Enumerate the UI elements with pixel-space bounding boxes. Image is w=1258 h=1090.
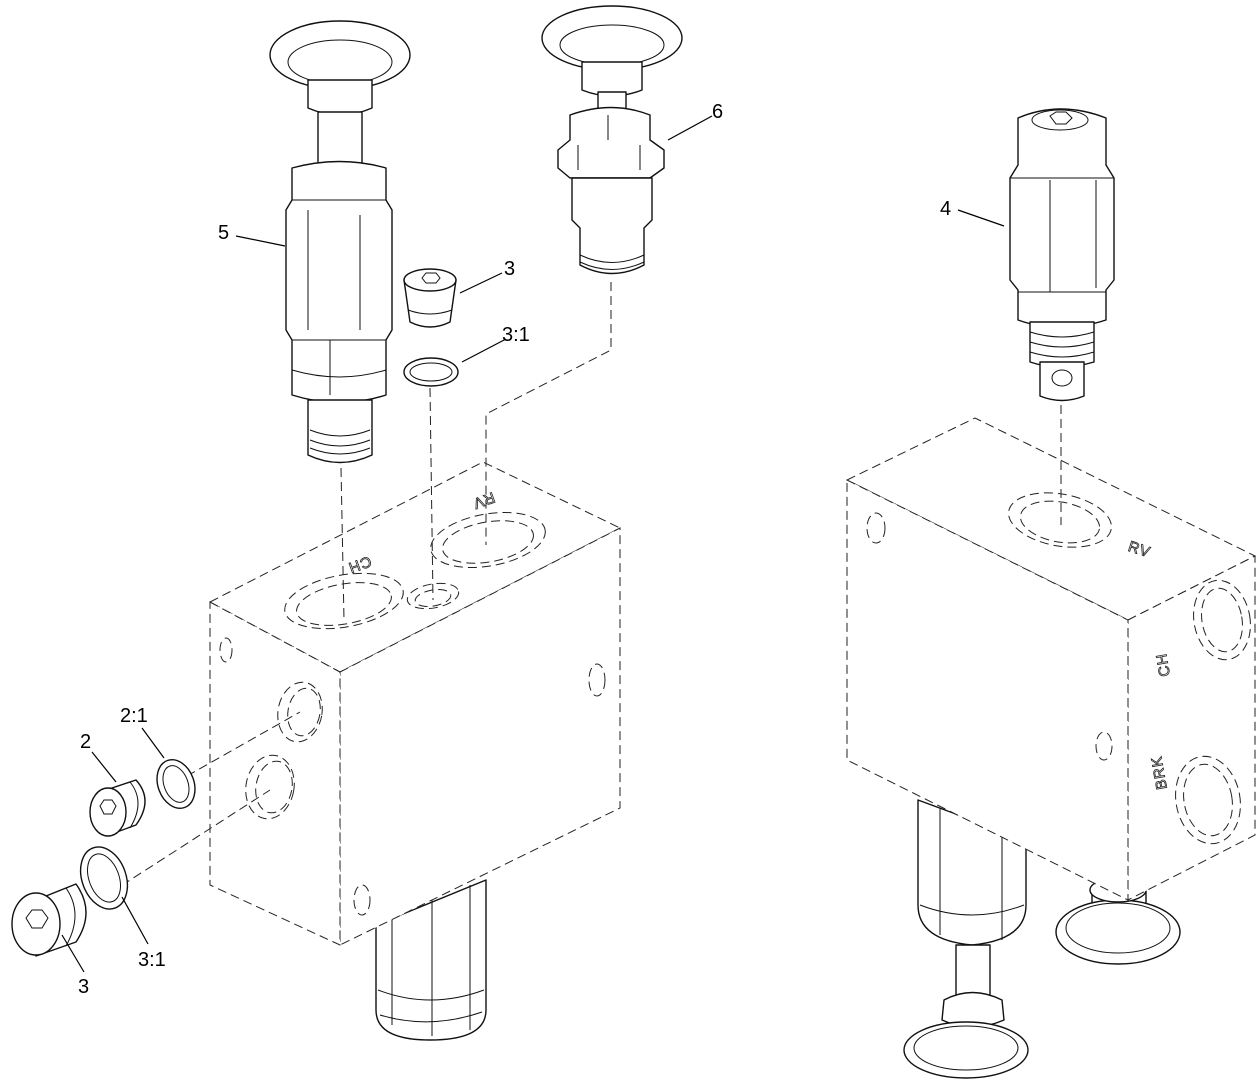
left-block-lower-cartridge (375, 879, 487, 1041)
callout-5: 5 (218, 222, 229, 244)
right-block-front-face (1127, 555, 1256, 901)
alignment-lines (109, 282, 1062, 894)
left-block-top-face (208, 461, 622, 673)
right-block-side-face (846, 479, 1129, 901)
left-block-side-face (209, 601, 341, 946)
right-port-label-brk: BRK (1148, 755, 1171, 791)
part-4-cartridge-valve (1009, 108, 1115, 402)
right-block-lower-cartridge (903, 799, 1029, 1079)
right-port-label-ch: CH (1153, 652, 1174, 678)
callout-3-1-bottom: 3:1 (138, 949, 166, 971)
part-6-knob-valve (541, 5, 683, 275)
part-2-small-plug (89, 779, 146, 837)
part-3-bottom-plug (11, 883, 87, 957)
callout-3-1-top: 3:1 (502, 324, 530, 346)
callout-2-1: 2:1 (120, 705, 148, 727)
callout-labels: 5 6 4 3 3:1 2:1 2 3 3:1 (78, 101, 951, 998)
callout-4: 4 (940, 198, 951, 220)
callout-3-bottom: 3 (78, 976, 89, 998)
part-5-knob-relief-valve (269, 20, 411, 464)
right-manifold-block: RV CH BRK (845, 417, 1257, 1079)
part-2-1-o-ring (156, 759, 196, 809)
callout-6: 6 (712, 101, 723, 123)
callout-2: 2 (80, 731, 91, 753)
part-3-1-bottom-o-ring (79, 846, 129, 910)
part-3-1-top-o-ring (403, 357, 459, 387)
callout-3-top: 3 (504, 258, 515, 280)
leader-lines (61, 115, 1005, 973)
right-port-label-rv: RV (1126, 538, 1153, 561)
part-3-top-plug (403, 268, 457, 328)
left-manifold-block: CH RV (208, 461, 622, 1041)
